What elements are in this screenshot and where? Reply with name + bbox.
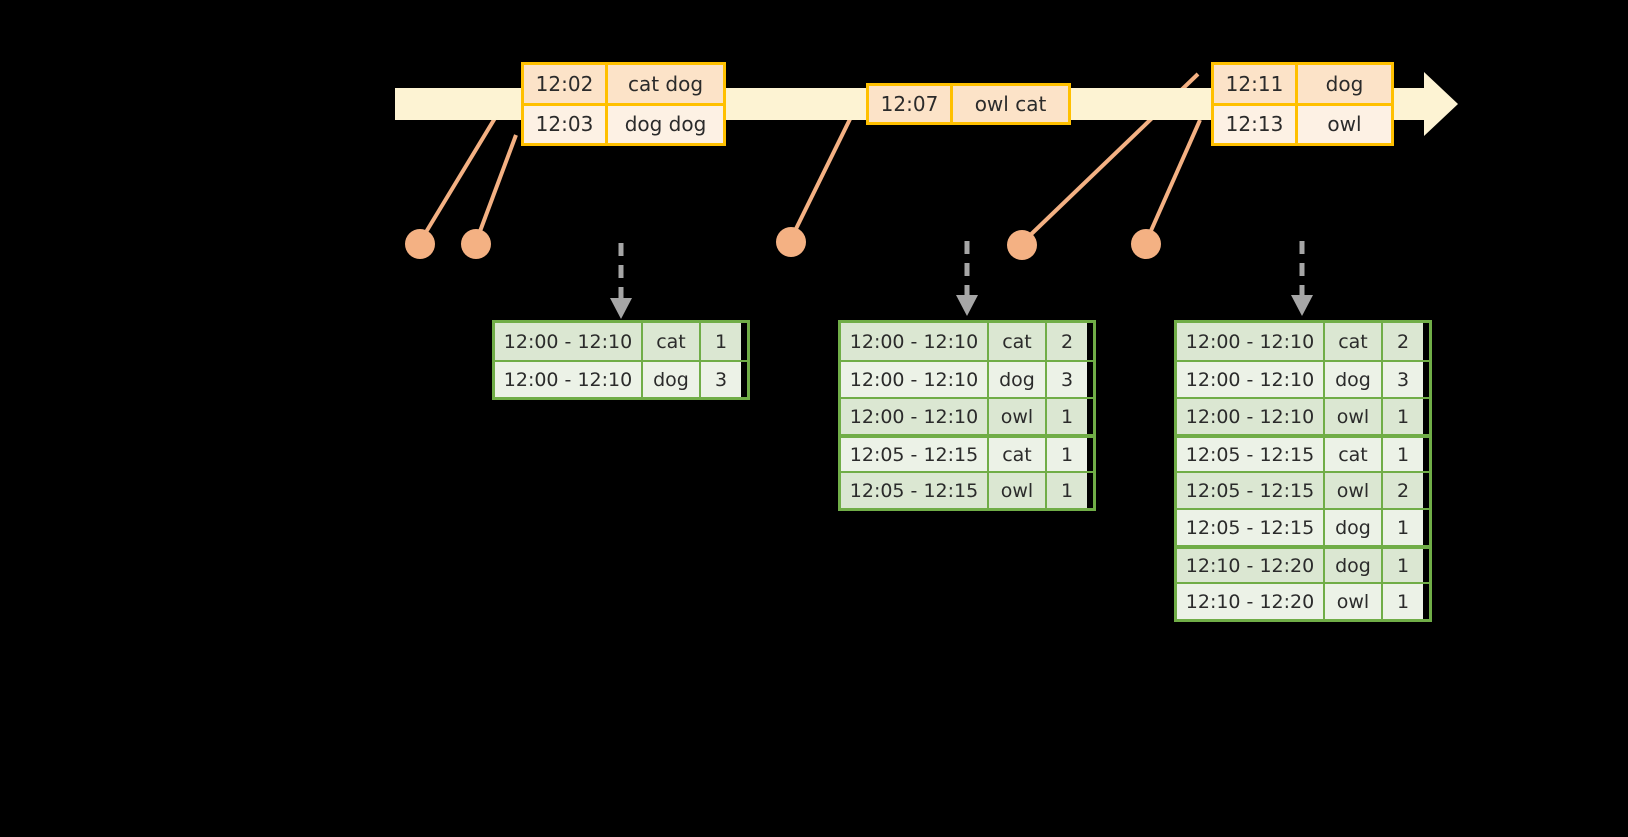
event-dot-3	[776, 227, 806, 257]
timeline-arrow-head	[1424, 72, 1458, 136]
key-cell: owl	[989, 473, 1047, 508]
table-row[interactable]: 12:00 - 12:10 cat 2	[1177, 323, 1429, 360]
table-row[interactable]: 12:05 - 12:15 cat 1	[841, 434, 1093, 471]
table-row[interactable]: 12:05 - 12:15 dog 1	[1177, 508, 1429, 545]
count-cell: 1	[701, 323, 741, 360]
window-cell: 12:00 - 12:10	[841, 323, 989, 360]
window-cell: 12:00 - 12:10	[495, 362, 643, 397]
key-cell: cat	[989, 323, 1047, 360]
event-dot-4	[1007, 230, 1037, 260]
window-cell: 12:00 - 12:10	[495, 323, 643, 360]
event-payload: dog	[1298, 65, 1391, 103]
window-cell: 12:10 - 12:20	[1177, 584, 1325, 619]
count-cell: 1	[1383, 549, 1423, 582]
table-row[interactable]: 12:00 - 12:10 dog 3	[1177, 360, 1429, 397]
table-row[interactable]: 12:10 - 12:20 dog 1	[1177, 545, 1429, 582]
flow-arrow-1	[610, 243, 632, 319]
count-cell: 2	[1383, 473, 1423, 508]
flow-arrow-2	[956, 241, 978, 316]
table-row[interactable]: 12:10 - 12:20 owl 1	[1177, 582, 1429, 619]
count-cell: 1	[1383, 438, 1423, 471]
window-cell: 12:05 - 12:15	[1177, 510, 1325, 545]
key-cell: owl	[1325, 399, 1383, 434]
key-cell: dog	[643, 362, 701, 397]
window-cell: 12:00 - 12:10	[1177, 323, 1325, 360]
connector-line-3	[788, 114, 854, 242]
count-cell: 3	[1047, 362, 1087, 397]
connector-line-5	[1144, 119, 1202, 243]
timeline-bar-mid-1	[720, 88, 870, 120]
key-cell: cat	[1325, 323, 1383, 360]
window-cell: 12:10 - 12:20	[1177, 549, 1325, 582]
window-cell: 12:00 - 12:10	[1177, 399, 1325, 434]
event-row[interactable]: 12:02 cat dog	[524, 65, 723, 103]
timeline-bar-mid-2	[1065, 88, 1215, 120]
key-cell: owl	[1325, 473, 1383, 508]
event-dot-2	[461, 229, 491, 259]
event-group-2[interactable]: 12:07 owl cat	[866, 83, 1071, 125]
event-time: 12:03	[524, 105, 608, 143]
count-cell: 1	[1047, 473, 1087, 508]
event-row[interactable]: 12:07 owl cat	[869, 86, 1068, 122]
count-cell: 1	[1383, 510, 1423, 545]
key-cell: owl	[989, 399, 1047, 434]
table-row[interactable]: 12:00 - 12:10 cat 1	[495, 323, 747, 360]
window-cell: 12:00 - 12:10	[841, 399, 989, 434]
key-cell: dog	[1325, 549, 1383, 582]
count-cell: 1	[1383, 399, 1423, 434]
timeline-bar-left	[395, 88, 525, 120]
event-time: 12:13	[1214, 105, 1298, 143]
table-row[interactable]: 12:05 - 12:15 cat 1	[1177, 434, 1429, 471]
result-table-3[interactable]: 12:00 - 12:10 cat 2 12:00 - 12:10 dog 3 …	[1174, 320, 1432, 622]
event-row[interactable]: 12:03 dog dog	[524, 102, 723, 143]
result-table-2[interactable]: 12:00 - 12:10 cat 2 12:00 - 12:10 dog 3 …	[838, 320, 1096, 511]
event-dot-5	[1131, 229, 1161, 259]
window-cell: 12:00 - 12:10	[1177, 362, 1325, 397]
key-cell: dog	[1325, 362, 1383, 397]
window-cell: 12:05 - 12:15	[1177, 473, 1325, 508]
key-cell: cat	[643, 323, 701, 360]
count-cell: 1	[1383, 584, 1423, 619]
event-payload: owl cat	[953, 86, 1068, 122]
key-cell: dog	[989, 362, 1047, 397]
window-cell: 12:00 - 12:10	[841, 362, 989, 397]
event-payload: cat dog	[608, 65, 723, 103]
count-cell: 3	[1383, 362, 1423, 397]
event-row[interactable]: 12:13 owl	[1214, 102, 1391, 143]
window-cell: 12:05 - 12:15	[1177, 438, 1325, 471]
connector-line-2	[474, 134, 518, 243]
key-cell: cat	[989, 438, 1047, 471]
event-time: 12:02	[524, 65, 608, 103]
event-time: 12:11	[1214, 65, 1298, 103]
count-cell: 3	[701, 362, 741, 397]
table-row[interactable]: 12:05 - 12:15 owl 2	[1177, 471, 1429, 508]
event-payload: dog dog	[608, 105, 723, 143]
table-row[interactable]: 12:00 - 12:10 dog 3	[841, 360, 1093, 397]
count-cell: 2	[1383, 323, 1423, 360]
window-cell: 12:05 - 12:15	[841, 473, 989, 508]
result-table-1[interactable]: 12:00 - 12:10 cat 1 12:00 - 12:10 dog 3	[492, 320, 750, 400]
flow-arrow-3	[1291, 241, 1313, 316]
count-cell: 1	[1047, 438, 1087, 471]
event-dot-1	[405, 229, 435, 259]
table-row[interactable]: 12:00 - 12:10 dog 3	[495, 360, 747, 397]
event-payload: owl	[1298, 105, 1391, 143]
table-row[interactable]: 12:05 - 12:15 owl 1	[841, 471, 1093, 508]
table-row[interactable]: 12:00 - 12:10 owl 1	[841, 397, 1093, 434]
key-cell: owl	[1325, 584, 1383, 619]
table-row[interactable]: 12:00 - 12:10 owl 1	[1177, 397, 1429, 434]
event-row[interactable]: 12:11 dog	[1214, 65, 1391, 103]
window-cell: 12:05 - 12:15	[841, 438, 989, 471]
key-cell: dog	[1325, 510, 1383, 545]
count-cell: 1	[1047, 399, 1087, 434]
key-cell: cat	[1325, 438, 1383, 471]
event-group-3[interactable]: 12:11 dog 12:13 owl	[1211, 62, 1394, 146]
table-row[interactable]: 12:00 - 12:10 cat 2	[841, 323, 1093, 360]
event-group-1[interactable]: 12:02 cat dog 12:03 dog dog	[521, 62, 726, 146]
count-cell: 2	[1047, 323, 1087, 360]
event-time: 12:07	[869, 86, 953, 122]
